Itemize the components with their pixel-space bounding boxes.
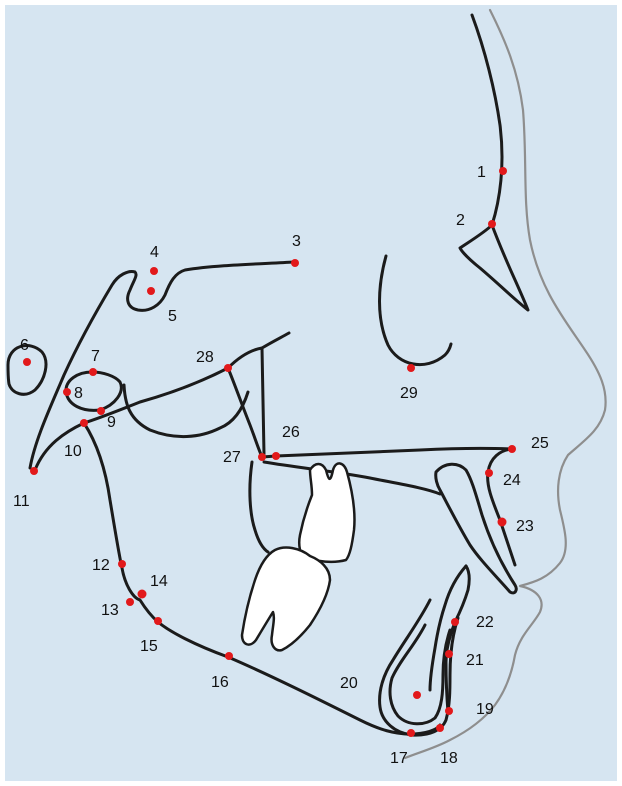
- landmark-label-12: 12: [92, 557, 110, 574]
- landmark-label-21: 21: [466, 652, 484, 669]
- landmark-point-7: [89, 368, 97, 376]
- landmark-point-29: [407, 364, 415, 372]
- ptm-top: [228, 333, 289, 368]
- landmark-point-6: [23, 358, 31, 366]
- landmark-label-18: 18: [440, 750, 458, 767]
- landmark-label-24: 24: [503, 472, 521, 489]
- landmark-label-1: 1: [477, 164, 486, 181]
- landmark-point-9: [97, 407, 105, 415]
- landmark-point-26: [272, 452, 280, 460]
- landmark-point-25: [508, 445, 516, 453]
- symphysis-inner: [390, 625, 450, 724]
- landmark-point-11: [30, 467, 38, 475]
- landmark-point-3: [291, 259, 299, 267]
- landmark-label-11: 11: [13, 493, 30, 510]
- landmark-point-16: [225, 652, 233, 660]
- landmark-label-25: 25: [531, 435, 549, 452]
- pterygoid-hook: [250, 462, 268, 552]
- landmark-label-14: 14: [150, 573, 168, 590]
- landmark-label-27: 27: [223, 449, 241, 466]
- landmark-point-21: [445, 650, 453, 658]
- landmark-point-19: [445, 707, 453, 715]
- landmark-point-2: [488, 220, 496, 228]
- landmark-point-1: [499, 167, 507, 175]
- landmark-label-19: 19: [476, 701, 494, 718]
- landmark-point-12: [118, 560, 126, 568]
- pterygoid-curve: [124, 385, 248, 437]
- landmark-label-26: 26: [282, 424, 300, 441]
- landmark-point-15: [154, 617, 162, 625]
- landmark-label-4: 4: [150, 244, 159, 261]
- landmark-label-16: 16: [211, 674, 229, 691]
- landmark-label-6: 6: [20, 337, 29, 354]
- landmark-point-8: [63, 388, 71, 396]
- pterygomaxillary-line: [228, 368, 262, 457]
- landmark-label-8: 8: [74, 385, 83, 402]
- landmark-point-27: [258, 453, 266, 461]
- upper-molar: [299, 463, 354, 561]
- landmark-label-7: 7: [91, 348, 100, 365]
- nasal-bone-outline: [460, 15, 528, 310]
- landmark-label-23: 23: [516, 518, 534, 535]
- landmark-label-10: 10: [64, 443, 82, 460]
- landmark-point-4: [150, 267, 158, 275]
- palatal-plane: [262, 448, 512, 457]
- landmark-label-20: 20: [340, 675, 358, 692]
- landmark-point-23: [498, 518, 507, 527]
- landmark-point-14: [138, 590, 147, 599]
- landmark-point-24: [485, 469, 493, 477]
- orbit-curve: [380, 256, 452, 365]
- ptm-vertical: [262, 348, 264, 454]
- landmark-label-9: 9: [107, 414, 116, 431]
- landmark-point-20: [413, 691, 421, 699]
- lower-molar: [242, 548, 330, 651]
- landmark-label-17: 17: [390, 750, 408, 767]
- landmark-label-5: 5: [168, 308, 177, 325]
- landmark-label-22: 22: [476, 614, 494, 631]
- landmark-point-5: [147, 287, 155, 295]
- landmark-point-17: [407, 729, 415, 737]
- mandibular-incisor-inner: [430, 566, 466, 690]
- landmark-point-10: [80, 419, 88, 427]
- a-point-curve: [488, 449, 515, 565]
- landmark-label-2: 2: [456, 212, 465, 229]
- landmark-label-28: 28: [196, 349, 214, 366]
- landmark-label-3: 3: [292, 233, 301, 250]
- landmark-label-29: 29: [400, 385, 418, 402]
- landmark-label-13: 13: [101, 602, 119, 619]
- landmark-point-13: [126, 598, 134, 606]
- landmark-point-18: [436, 724, 444, 732]
- landmark-point-28: [224, 364, 232, 372]
- landmark-label-15: 15: [140, 638, 158, 655]
- landmark-point-22: [451, 618, 459, 626]
